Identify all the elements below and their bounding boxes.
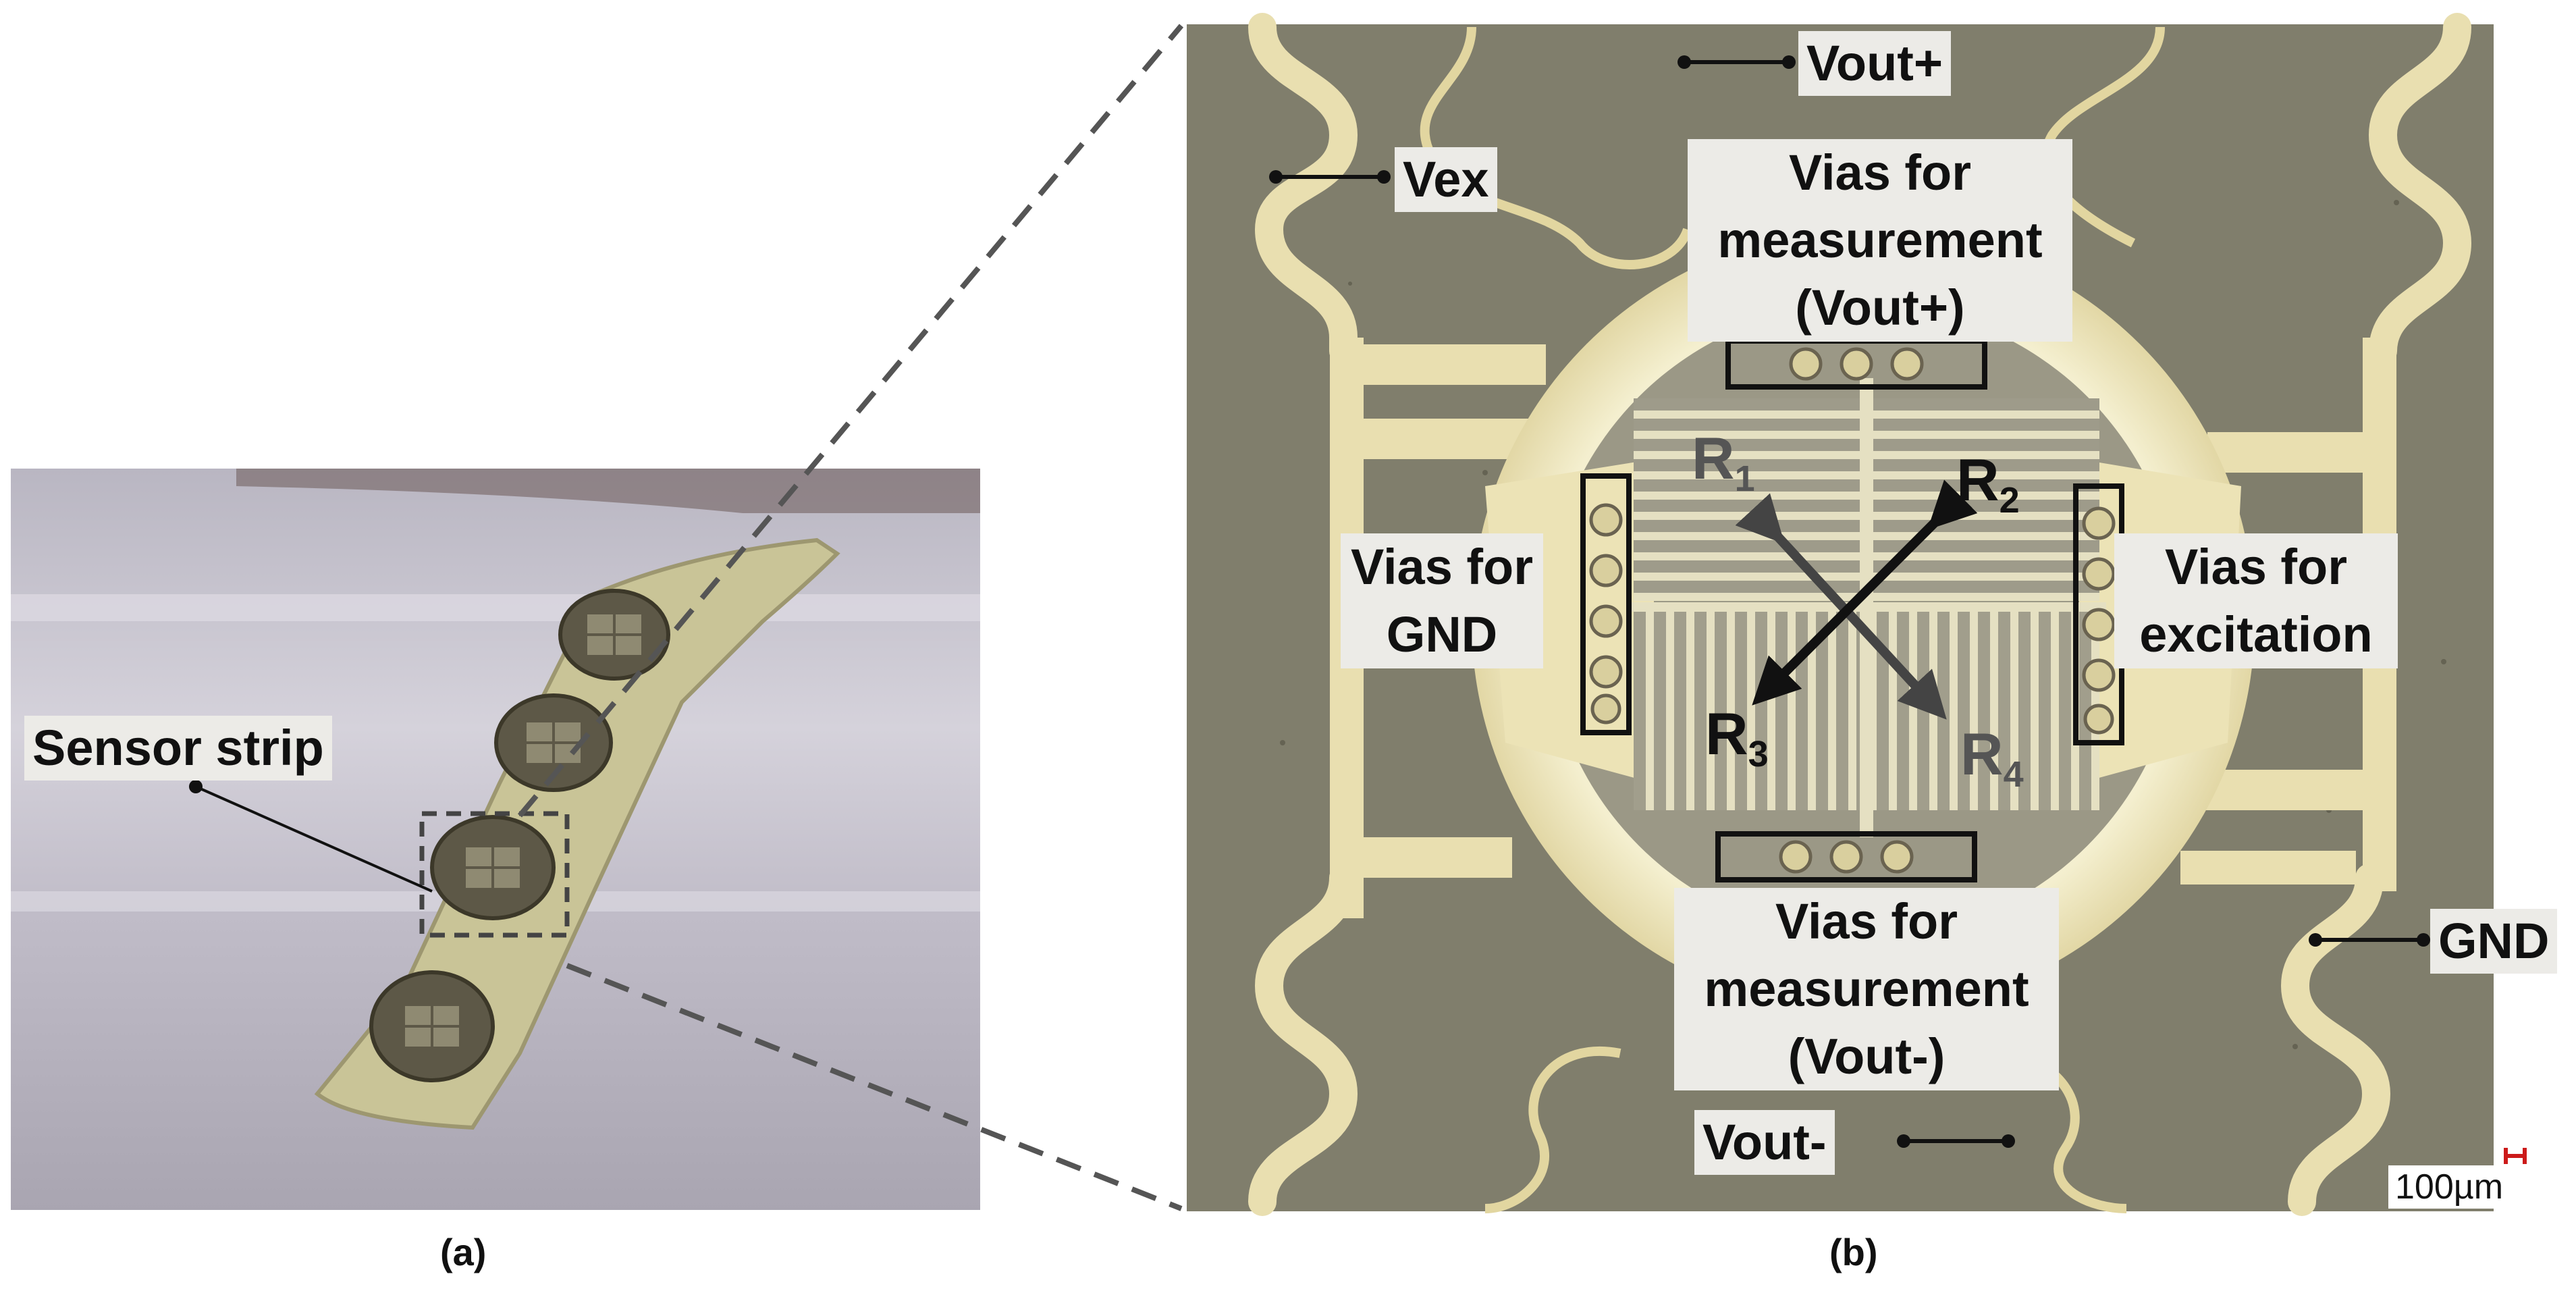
r3-letter: R	[1705, 700, 1748, 767]
r1-letter: R	[1692, 425, 1735, 492]
label-vias-measurement-top-line1: Vias for	[1788, 144, 1972, 201]
r2-subscript: 2	[1999, 480, 2020, 521]
r1-subscript: 1	[1734, 458, 1755, 499]
vias-box-bottom	[1715, 831, 1977, 882]
label-vias-excitation: Vias for excitation	[2114, 533, 2398, 668]
label-vout-plus: Vout+	[1798, 31, 1952, 96]
label-vias-measurement-top-line2: measurement	[1717, 212, 2043, 268]
label-vias-measurement-bottom-line2: measurement	[1704, 961, 2029, 1017]
label-r2: R2	[1956, 446, 2020, 521]
photo-panel-a	[11, 469, 980, 1210]
caption-a: (a)	[440, 1231, 487, 1273]
r3-subscript: 3	[1748, 734, 1769, 774]
label-vias-gnd-line1: Vias for	[1350, 539, 1534, 595]
r2-letter: R	[1956, 446, 2000, 513]
r4-letter: R	[1960, 720, 2004, 787]
label-vex: Vex	[1395, 147, 1497, 212]
caption-b: (b)	[1829, 1231, 1878, 1273]
zoom-lines	[517, 24, 1184, 1211]
label-r1: R1	[1692, 424, 1755, 500]
label-vias-measurement-top-line3: (Vout+)	[1795, 280, 1965, 336]
label-vias-measurement-bottom-line1: Vias for	[1775, 893, 1958, 949]
label-r3: R3	[1705, 700, 1769, 775]
label-vout-minus: Vout-	[1694, 1110, 1835, 1175]
label-vias-gnd: Vias for GND	[1341, 533, 1543, 668]
label-vias-excitation-line2: excitation	[2139, 606, 2373, 662]
zoom-region-box	[419, 811, 570, 938]
label-vias-measurement-bottom: Vias for measurement (Vout-)	[1674, 888, 2059, 1090]
label-vias-gnd-line2: GND	[1386, 606, 1498, 662]
scale-bar-label: 100µm	[2388, 1165, 2511, 1209]
label-vias-measurement-top: Vias for measurement (Vout+)	[1688, 139, 2072, 342]
label-gnd: GND	[2430, 909, 2558, 974]
label-vias-measurement-bottom-line3: (Vout-)	[1788, 1028, 1946, 1084]
label-sensor-strip: Sensor strip	[24, 716, 332, 781]
vias-box-left	[1580, 473, 1632, 735]
r4-subscript: 4	[2003, 754, 2024, 795]
label-vias-excitation-line1: Vias for	[2164, 539, 2348, 595]
arrow-r2-r3	[1752, 479, 1978, 706]
label-r4: R4	[1960, 720, 2024, 795]
